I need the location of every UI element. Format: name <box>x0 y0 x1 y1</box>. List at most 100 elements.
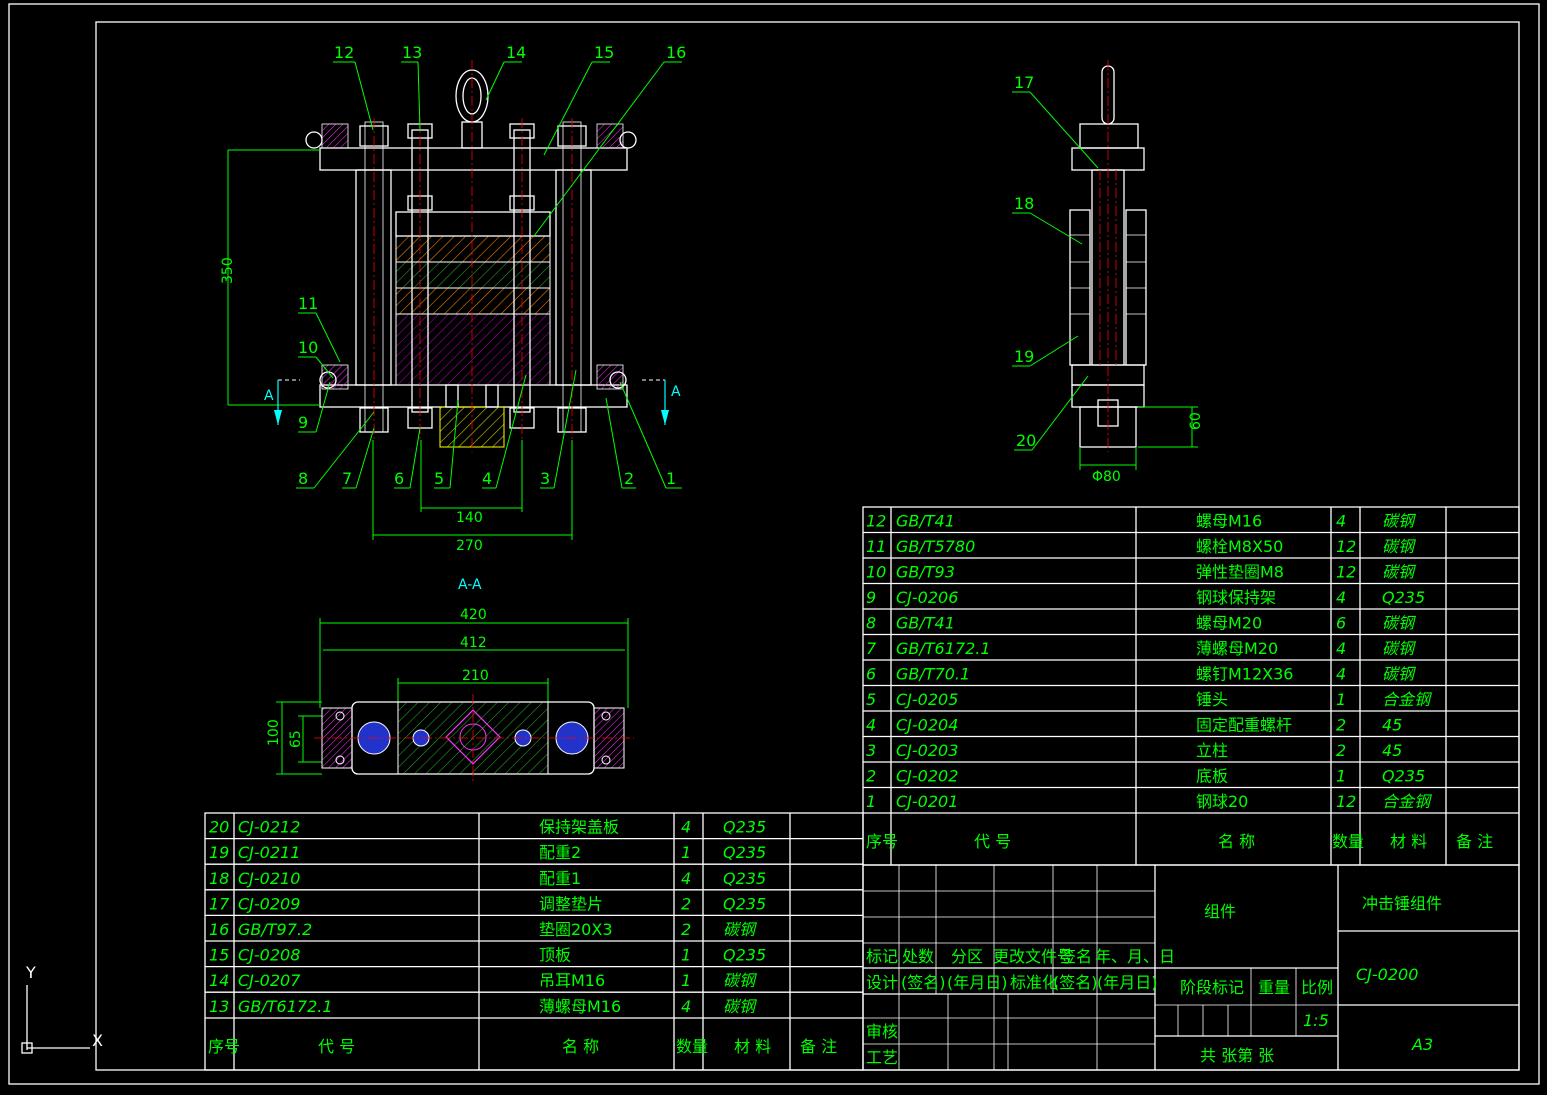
bom-right-head-mat: 材 料 <box>1390 832 1427 851</box>
balloon-14: 14 <box>506 43 526 62</box>
bom-cell-qty: 1 <box>681 971 691 990</box>
dim-inner: 140 <box>456 510 483 526</box>
tb-weight: 重量 <box>1258 978 1290 997</box>
bom-cell-no: 3 <box>866 741 876 760</box>
bom-cell-qty: 4 <box>1336 512 1346 531</box>
bom-cell-code: GB/T93 <box>896 563 955 582</box>
bom-cell-material: Q235 <box>723 818 766 837</box>
tb-zone: 分区 <box>951 947 983 966</box>
bom-cell-code: CJ-0205 <box>896 690 958 709</box>
dim-412: 412 <box>460 635 487 651</box>
bom-cell-qty: 4 <box>681 997 691 1016</box>
dim-65: 65 <box>288 730 304 748</box>
bom-cell-no: 20 <box>209 818 229 837</box>
bom-cell-qty: 4 <box>1336 665 1346 684</box>
balloon-17: 17 <box>1014 73 1034 92</box>
tb-change-doc: 更改文件号 <box>993 947 1073 966</box>
bom-cell-code: GB/T41 <box>896 614 955 633</box>
bom-cell-name: 弹性垫圈M8 <box>1196 563 1284 582</box>
tb-sign: 签名 <box>1060 947 1092 966</box>
bom-cell-qty: 4 <box>681 869 691 888</box>
bom-cell-name: 锤头 <box>1196 690 1228 709</box>
bom-cell-name: 吊耳M16 <box>539 971 605 990</box>
section-mark-left: A <box>264 388 274 404</box>
balloon-18: 18 <box>1014 194 1034 213</box>
bom-cell-material: 碳钢 <box>723 920 757 939</box>
tb-design-date: (年月日) <box>947 973 1008 992</box>
bom-right-head-code: 代 号 <box>974 832 1011 851</box>
tb-date: 年、月、日 <box>1095 947 1175 966</box>
bom-cell-material: 45 <box>1382 741 1402 760</box>
bom-cell-material: 合金钢 <box>1382 792 1432 811</box>
bom-cell-no: 15 <box>209 946 229 965</box>
bom-cell-material: Q235 <box>1382 588 1425 607</box>
bom-cell-code: CJ-0208 <box>238 946 300 965</box>
bom-cell-name: 螺母M16 <box>1196 512 1262 531</box>
bom-cell-material: Q235 <box>1382 767 1425 786</box>
sheet-size: A3 <box>1411 1035 1433 1054</box>
tb-standard: 标准化 <box>1010 973 1058 992</box>
bom-cell-code: GB/T6172.1 <box>238 997 333 1016</box>
bom-cell-name: 顶板 <box>539 946 571 965</box>
bom-cell-name: 薄螺母M16 <box>539 997 621 1016</box>
tb-mark: 标记 <box>866 947 898 966</box>
bom-cell-code: CJ-0212 <box>238 818 300 837</box>
bom-cell-no: 17 <box>209 894 230 913</box>
bom-cell-qty: 2 <box>681 920 691 939</box>
bom-cell-name: 底板 <box>1196 767 1228 786</box>
drawing-code: CJ-0200 <box>1356 965 1418 984</box>
bom-cell-name: 配重2 <box>539 843 581 862</box>
bom-cell-code: CJ-0204 <box>896 716 958 735</box>
side-view: 60 Φ80 17 18 19 20 <box>1012 60 1204 485</box>
bom-cell-name: 钢球保持架 <box>1196 588 1276 607</box>
bom-cell-no: 14 <box>209 971 229 990</box>
bom-cell-name: 固定配重螺杆 <box>1196 716 1292 735</box>
bom-cell-qty: 1 <box>1336 767 1346 786</box>
tb-stage: 阶段标记 <box>1180 978 1244 997</box>
balloon-16: 16 <box>666 43 686 62</box>
tb-ratio: 比例 <box>1301 978 1333 997</box>
bom-cell-material: 碳钢 <box>723 997 757 1016</box>
bom-cell-qty: 1 <box>681 946 691 965</box>
bom-cell-no: 13 <box>209 997 229 1016</box>
bom-cell-no: 6 <box>866 665 876 684</box>
bom-cell-name: 螺母M20 <box>1196 614 1262 633</box>
bom-cell-name: 调整垫片 <box>539 894 603 913</box>
bom-cell-material: 碳钢 <box>1382 512 1416 531</box>
balloon-11: 11 <box>298 294 318 313</box>
bom-cell-material: Q235 <box>723 946 766 965</box>
balloon-1: 1 <box>666 469 676 488</box>
bom-cell-code: CJ-0201 <box>896 792 958 811</box>
bom-cell-material: 45 <box>1382 716 1402 735</box>
bom-cell-no: 4 <box>866 716 876 735</box>
bom-cell-no: 16 <box>209 920 229 939</box>
dim-outer: 270 <box>456 538 483 554</box>
bom-cell-code: CJ-0211 <box>238 843 300 862</box>
section-title: A-A <box>458 577 482 593</box>
front-view: 350 140 270 A A 12 13 14 15 16 11 10 <box>220 43 686 554</box>
section-mark-right: A <box>671 384 681 400</box>
bom-cell-name: 保持架盖板 <box>539 818 619 837</box>
balloon-10: 10 <box>298 338 318 357</box>
bom-right-head-note: 备 注 <box>1456 832 1493 851</box>
section-view: A-A 420 412 210 100 65 <box>266 577 634 782</box>
bom-cell-material: 碳钢 <box>1382 614 1416 633</box>
bom-cell-name: 薄螺母M20 <box>1196 639 1278 658</box>
bom-cell-code: CJ-0206 <box>896 588 958 607</box>
balloon-12: 12 <box>334 43 354 62</box>
bom-cell-code: CJ-0202 <box>896 767 958 786</box>
bom-cell-qty: 2 <box>681 894 691 913</box>
bom-cell-material: 碳钢 <box>1382 665 1416 684</box>
bom-cell-name: 垫圈20X3 <box>539 920 613 939</box>
balloon-13: 13 <box>402 43 422 62</box>
balloon-20: 20 <box>1016 431 1036 450</box>
bom-cell-qty: 4 <box>681 818 691 837</box>
balloon-19: 19 <box>1014 347 1034 366</box>
balloon-7: 7 <box>342 469 352 488</box>
balloon-4: 4 <box>482 469 492 488</box>
bom-cell-qty: 4 <box>1336 639 1346 658</box>
bom-cell-material: 碳钢 <box>1382 639 1416 658</box>
dim-100: 100 <box>266 719 282 746</box>
